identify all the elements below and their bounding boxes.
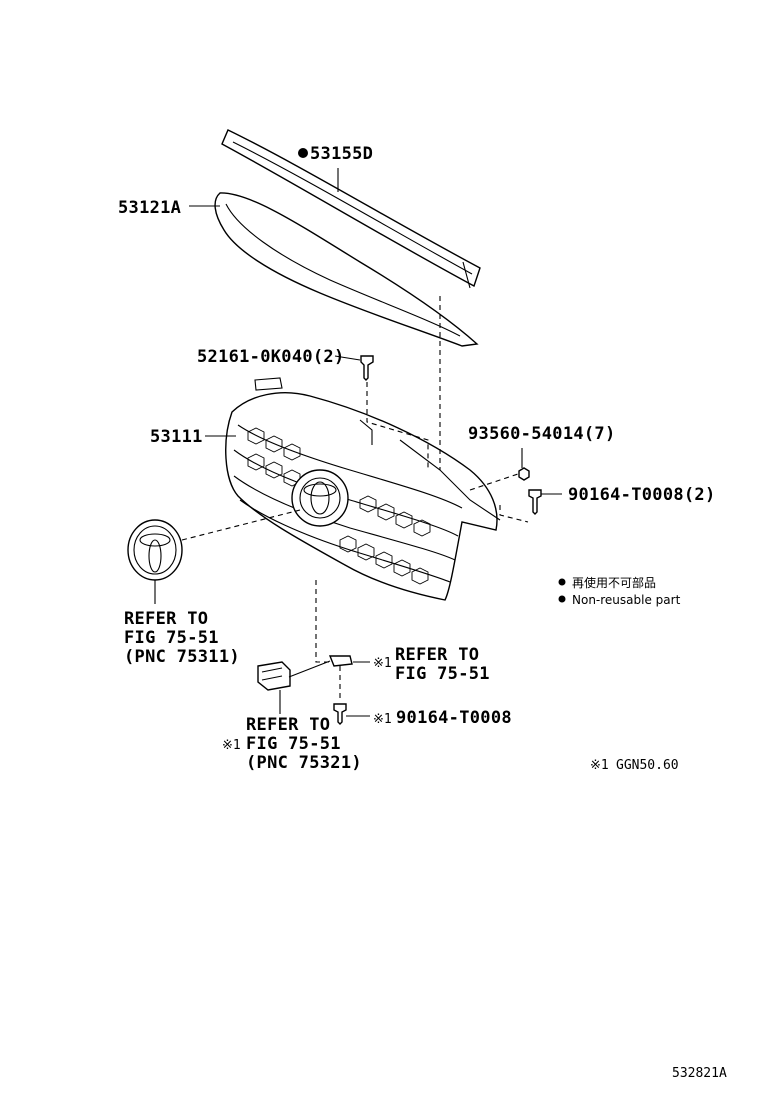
legend-en: Non-reusable part bbox=[572, 593, 681, 607]
refer3-line3: (PNC 75321) bbox=[246, 753, 362, 773]
screw-90164-b bbox=[333, 703, 347, 725]
refer3-line1: REFER TO bbox=[246, 715, 330, 735]
refer-clip: ※1 REFER TO FIG 75-51 bbox=[373, 645, 490, 684]
label-90164-a: 90164-T0008(2) bbox=[568, 485, 716, 505]
refer1-line3: (PNC 75311) bbox=[124, 647, 240, 667]
refer3-mark: ※1 bbox=[222, 738, 241, 753]
clip-75-51 bbox=[328, 655, 353, 667]
refer-emblem: REFER TO FIG 75-51 (PNC 75311) bbox=[124, 609, 240, 667]
clip-52161 bbox=[360, 355, 374, 381]
nut-93560 bbox=[518, 467, 530, 481]
screw-90164-a bbox=[528, 489, 542, 515]
refer2-line2: FIG 75-51 bbox=[395, 664, 490, 684]
diagram-id: 532821A bbox=[672, 1066, 727, 1081]
legend: 再使用不可部品 Non-reusable part bbox=[558, 575, 681, 607]
footnote: ※1 GGN50.60 bbox=[590, 758, 679, 773]
refer1-line1: REFER TO bbox=[124, 609, 208, 629]
emblem bbox=[127, 519, 183, 581]
legend-jp: 再使用不可部品 bbox=[572, 575, 656, 590]
leader-lines bbox=[154, 168, 562, 717]
refer2-line1: REFER TO bbox=[395, 645, 479, 665]
label-53155d: 53155D bbox=[310, 144, 373, 164]
label-53111: 53111 bbox=[150, 427, 203, 447]
grille-53111 bbox=[225, 377, 501, 601]
grille-mesh bbox=[247, 427, 431, 585]
refer3-line2: FIG 75-51 bbox=[246, 734, 341, 754]
footnote-text: GGN50.60 bbox=[616, 758, 679, 773]
label-53121a: 53121A bbox=[118, 198, 181, 218]
footnote-mark: ※1 bbox=[590, 758, 609, 773]
refer-bracket: REFER TO ※1 FIG 75-51 (PNC 75321) bbox=[222, 715, 362, 773]
refer2-mark: ※1 bbox=[373, 656, 392, 671]
label-90164-b: 90164-T0008 bbox=[396, 708, 512, 728]
refer1-line2: FIG 75-51 bbox=[124, 628, 219, 648]
part-90164-b-mark: ※1 bbox=[373, 712, 392, 727]
label-93560: 93560-54014(7) bbox=[468, 424, 616, 444]
non-reusable-dot bbox=[298, 148, 308, 158]
assembly-lines bbox=[181, 296, 529, 702]
label-90164-b-group: ※1 90164-T0008 bbox=[373, 708, 512, 728]
label-52161: 52161-0K040(2) bbox=[197, 347, 345, 367]
molding-53155d bbox=[221, 129, 481, 289]
bracket-75321 bbox=[257, 661, 291, 691]
garnish-53121a bbox=[214, 192, 479, 347]
